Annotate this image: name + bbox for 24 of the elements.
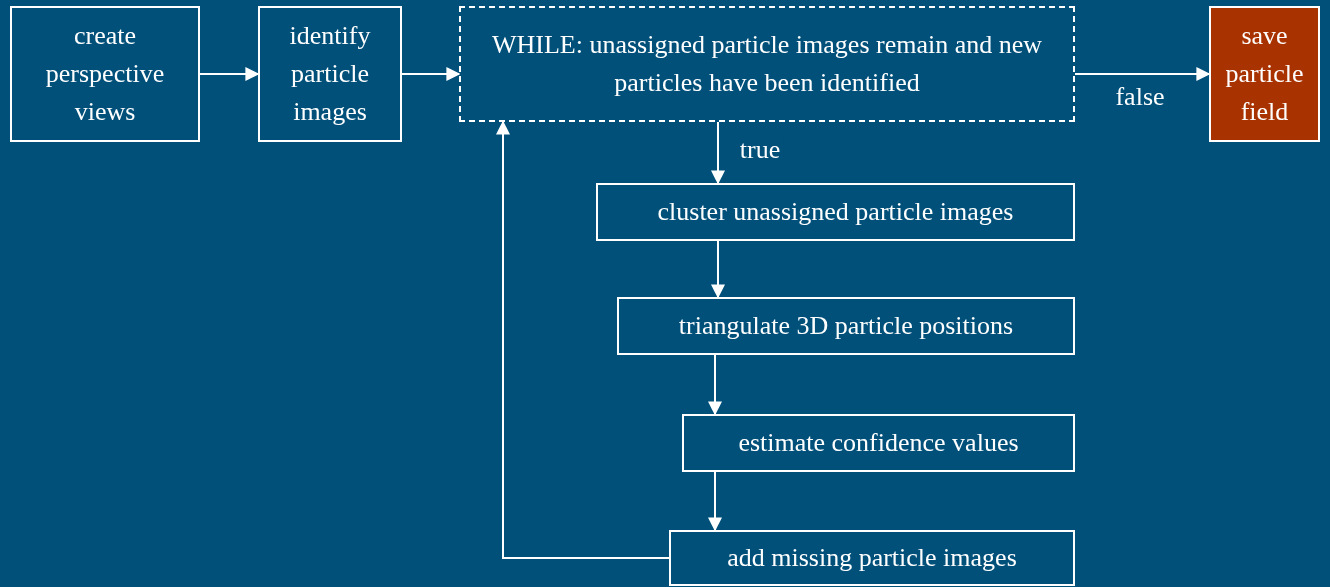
box-text: estimate confidence values <box>738 427 1019 459</box>
arrow <box>496 120 670 559</box>
arrow <box>708 471 722 532</box>
arrow <box>401 67 461 81</box>
process-box <box>617 297 1075 355</box>
box-text: create perspective views <box>44 20 166 128</box>
process-box <box>459 6 1075 122</box>
process-box <box>596 183 1075 241</box>
process-box <box>669 530 1075 586</box>
arrow <box>711 240 725 299</box>
box-text: WHILE: unassigned particle images remain and new particles have been identified <box>490 29 1044 99</box>
process-box <box>1209 6 1320 142</box>
box-text: cluster unassigned particle images <box>657 196 1014 228</box>
process-box <box>10 6 200 142</box>
box-text: add missing particle images <box>727 542 1017 574</box>
box-text: identify particle images <box>288 20 372 128</box>
arrow <box>708 354 722 416</box>
arrow <box>199 67 260 81</box>
process-box <box>258 6 402 142</box>
arrow <box>1074 67 1211 81</box>
box-text: triangulate 3D particle positions <box>678 310 1014 342</box>
arrow <box>711 121 725 185</box>
box-text: save particle field <box>1224 20 1305 128</box>
process-box <box>682 414 1075 472</box>
